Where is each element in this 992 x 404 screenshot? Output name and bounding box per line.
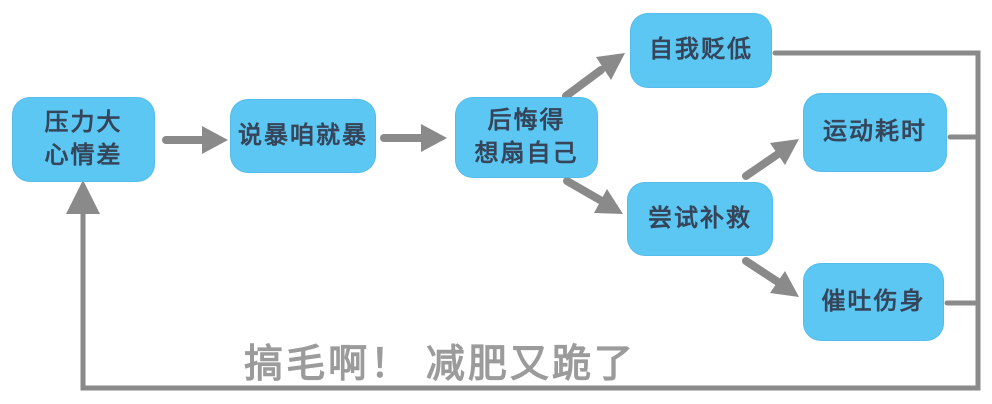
caption-text: 搞毛啊！ 减肥又跪了 bbox=[244, 343, 636, 386]
node-exercise: 运动耗时 bbox=[803, 93, 947, 172]
arrow-shaft bbox=[562, 66, 605, 100]
node-stress: 压力大 心情差 bbox=[12, 97, 155, 182]
arrow-head-icon bbox=[596, 53, 625, 80]
arrow-shaft bbox=[742, 257, 782, 286]
arrow-stress-to-binge bbox=[162, 126, 228, 154]
feedback-loop-line bbox=[80, 50, 981, 391]
arrow-remedy-to-exercise bbox=[742, 139, 799, 180]
arrow-binge-to-regret bbox=[380, 124, 447, 152]
feedback-loop-arrowhead-icon bbox=[66, 180, 100, 214]
arrow-regret-to-self-deprecation bbox=[562, 53, 625, 100]
arrow-remedy-to-purge bbox=[742, 257, 799, 297]
node-purge: 催吐伤身 bbox=[803, 263, 944, 341]
node-regret: 后悔得 想扇自己 bbox=[455, 97, 598, 178]
arrow-head-icon bbox=[202, 126, 228, 154]
arrow-shaft bbox=[742, 150, 782, 180]
arrow-shaft bbox=[563, 177, 604, 204]
arrow-head-icon bbox=[594, 189, 623, 214]
feedback-loop bbox=[66, 50, 981, 391]
node-self-deprecation: 自我贬低 bbox=[630, 13, 772, 88]
arrow-head-icon bbox=[770, 139, 799, 165]
arrow-head-icon bbox=[421, 124, 447, 152]
node-binge: 说暴咱就暴 bbox=[230, 99, 376, 173]
arrow-regret-to-remedy bbox=[563, 177, 623, 214]
node-remedy: 尝试补救 bbox=[627, 182, 773, 256]
arrow-head-icon bbox=[770, 271, 799, 297]
